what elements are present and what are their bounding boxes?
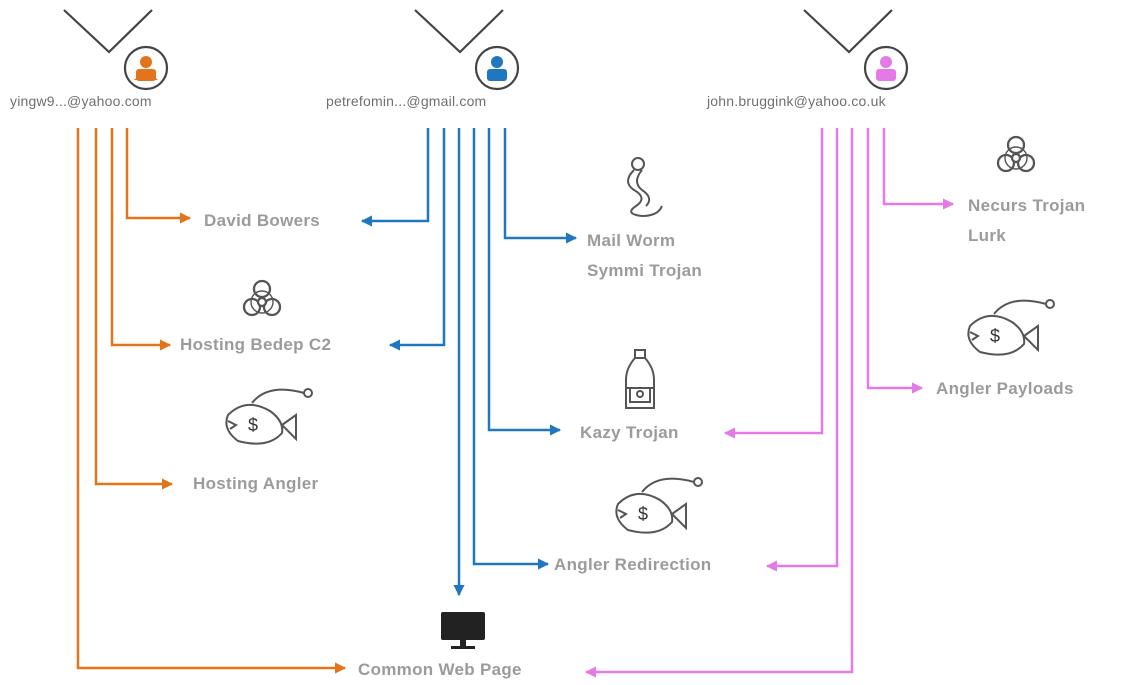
envelope-user-icon [803,9,909,91]
svg-text:$: $ [638,504,648,524]
connector-david-bowers [125,128,192,224]
connector-angler-redirection [472,128,550,570]
blue-connectors [360,128,578,597]
connector-angler-payloads [866,128,924,394]
monitor-icon [441,612,485,649]
svg-text:$: $ [990,326,1000,346]
target-hosting-angler: Hosting Angler [193,474,319,493]
connector-common-web-page [76,128,347,674]
connector-hosting-bedep [110,128,172,351]
sender-email: petrefomin...@gmail.com [326,93,487,109]
connector-angler-redirection [765,128,839,572]
sender-email: john.bruggink@yahoo.co.uk [707,93,886,109]
biohazard-icon [242,279,282,317]
target-necurs-lurk: Necurs Trojan Lurk [968,196,1086,245]
pink-connectors [584,128,955,678]
worm-icon [627,157,663,218]
connector-hosting-angler [94,128,174,490]
target-david-bowers: David Bowers [204,211,321,230]
anglerfish-icon: $ [615,477,703,534]
connector-necurs-lurk [882,128,955,210]
biohazard-icon [996,135,1036,173]
anglerfish-icon: $ [225,388,313,445]
target-common-web-page: Common Web Page [358,660,522,679]
anglerfish-icon: $ [967,299,1055,356]
connector-mail-worm [503,128,578,244]
target-angler-redirection: Angler Redirection [554,555,712,574]
connector-david-bowers [360,128,430,227]
target-angler-payloads: Angler Payloads [936,379,1074,398]
connector-kazy-trojan [487,128,562,436]
envelope-user-icon [63,9,169,91]
target-kazy-trojan: Kazy Trojan [580,423,679,442]
bottle-icon [625,349,655,409]
connector-kazy-trojan [723,128,824,439]
connector-common-web-page [584,128,854,678]
envelope-user-icon [414,9,520,91]
svg-text:$: $ [248,415,258,435]
target-mail-worm: Mail Worm Symmi Trojan [587,231,703,280]
orange-connectors [76,128,347,674]
sender-email: yingw9...@yahoo.com [10,93,152,109]
connector-hosting-bedep [388,128,446,351]
target-hosting-bedep-c2: Hosting Bedep C2 [180,335,332,354]
